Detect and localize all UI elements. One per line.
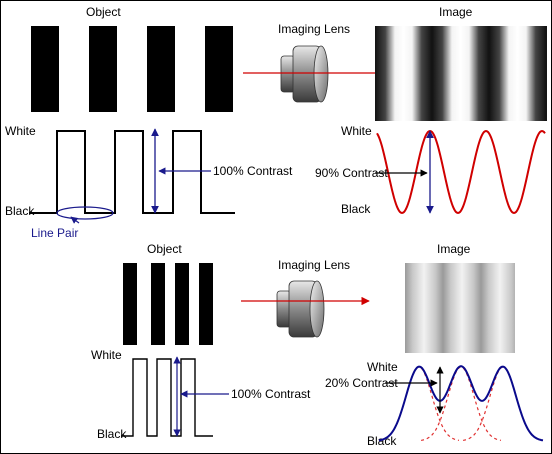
bottom-object-title: Object <box>147 242 182 256</box>
bottom-image-contrast-label: 20% Contrast <box>325 376 398 390</box>
bottom-image-title: Image <box>437 242 471 256</box>
top-image-white-label: White <box>341 124 372 138</box>
top-line-pair-pointer <box>70 216 80 224</box>
top-lens-title: Imaging Lens <box>278 22 350 36</box>
top-sine-curve <box>376 129 546 215</box>
top-black-label: Black <box>5 204 35 218</box>
top-image-black-label: Black <box>341 202 371 216</box>
bottom-object-bar <box>199 263 213 345</box>
top-section: Object Imaging Lens Image White Black 10… <box>5 5 547 240</box>
bottom-object-bar <box>151 263 165 345</box>
top-object-title: Object <box>86 5 121 19</box>
bottom-component-curve <box>462 366 544 441</box>
top-object-bars <box>31 26 233 112</box>
bottom-square-wave <box>121 358 213 437</box>
top-square-wave <box>29 130 235 214</box>
bottom-object-contrast-label: 100% Contrast <box>231 387 311 401</box>
bottom-lens-icon <box>276 280 325 338</box>
top-line-pair-ellipse <box>56 206 114 220</box>
bottom-image-gradient <box>405 263 515 353</box>
bottom-object-bar <box>123 263 137 345</box>
top-image-title: Image <box>439 5 473 19</box>
bottom-component-curve <box>420 366 502 441</box>
top-image-contrast-label: 90% Contrast <box>315 166 388 180</box>
top-object-bar <box>205 26 233 112</box>
bottom-image-white-label: White <box>367 360 398 374</box>
bottom-lens-title: Imaging Lens <box>278 258 350 272</box>
bottom-black-label: Black <box>97 427 127 441</box>
top-line-pair-label: Line Pair <box>31 226 78 240</box>
top-object-bar <box>89 26 117 112</box>
bottom-image-black-label: Black <box>367 434 397 448</box>
top-lens-icon <box>280 45 329 103</box>
top-white-label: White <box>5 124 36 138</box>
top-object-bar <box>147 26 175 112</box>
top-image-gradient <box>375 26 547 121</box>
top-object-bar <box>31 26 59 112</box>
bottom-object-bar <box>175 263 189 345</box>
bottom-component-curve <box>378 366 460 441</box>
bottom-section: Object Imaging Lens Image White Black 10… <box>91 242 544 448</box>
top-object-contrast-label: 100% Contrast <box>213 164 293 178</box>
bottom-white-label: White <box>91 348 122 362</box>
bottom-sum-curve <box>378 365 544 442</box>
bottom-object-bars <box>123 263 213 345</box>
